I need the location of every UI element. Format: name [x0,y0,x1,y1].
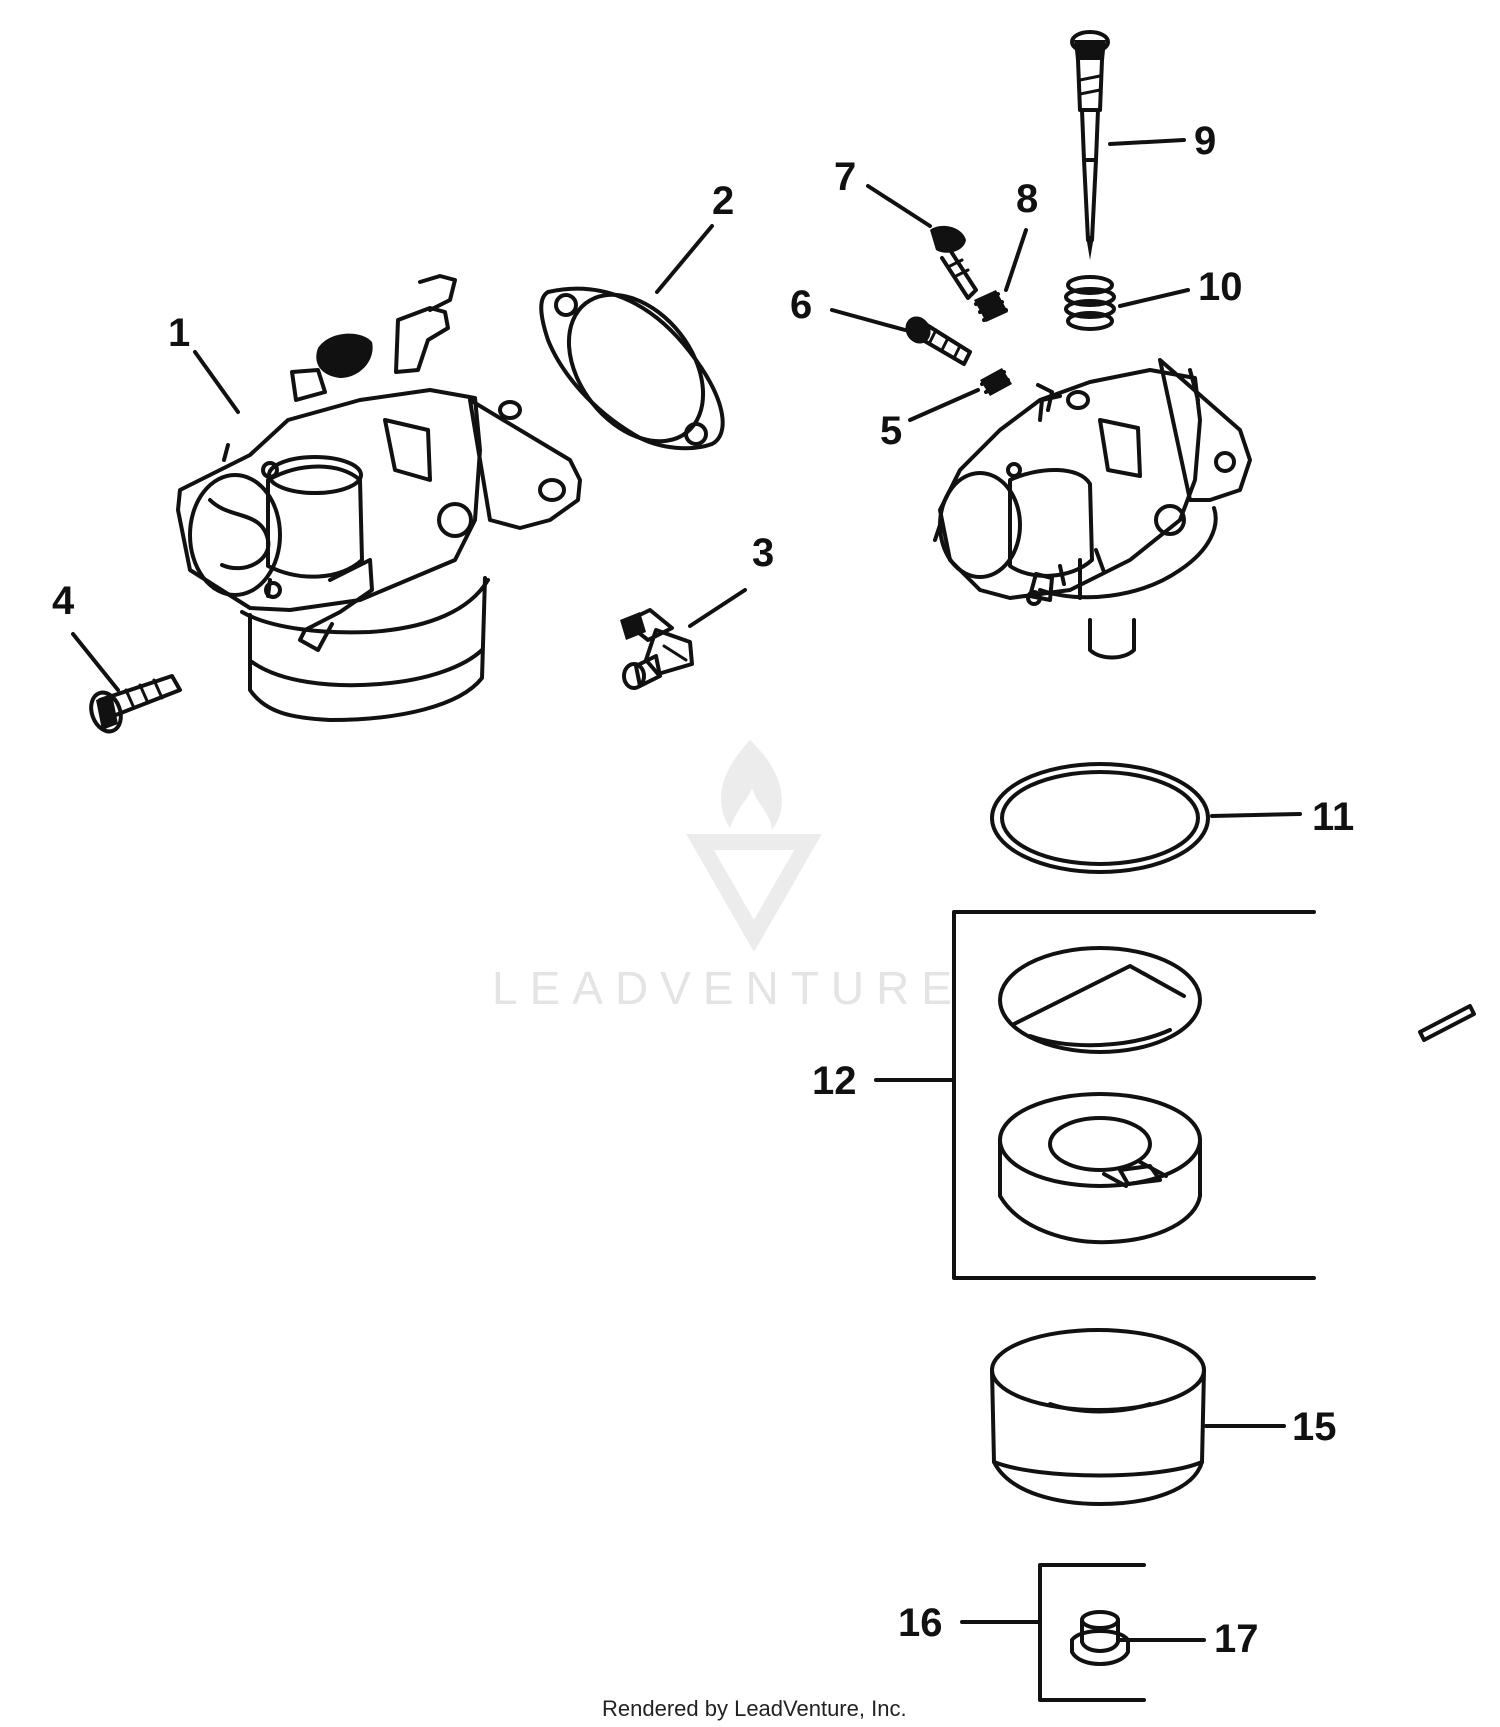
label-part-1[interactable]: 1 [168,311,190,355]
leader-lines [71,138,1302,1642]
footer-credit: Rendered by LeadVenture, Inc. [602,1696,907,1721]
label-part-7[interactable]: 7 [834,155,856,199]
carburetor-assembly-left[interactable] [176,274,582,722]
label-part-2[interactable]: 2 [712,179,734,223]
label-part-9[interactable]: 9 [1194,119,1216,163]
label-part-8[interactable]: 8 [1016,177,1038,221]
label-part-6[interactable]: 6 [790,283,812,327]
watermark-text: LEADVENTURE [492,962,964,1014]
carburetor-assembly-right[interactable] [933,358,1252,660]
needle-part-9[interactable] [1070,30,1110,260]
float-bottom[interactable] [998,1092,1202,1245]
label-part-12[interactable]: 12 [812,1059,857,1103]
leadventure-watermark: LEADVENTURE [492,740,964,1014]
o-ring-part-11[interactable] [990,762,1210,874]
label-part-15[interactable]: 15 [1292,1405,1337,1449]
pin-part[interactable] [1418,1004,1476,1042]
fitting-part-3[interactable] [620,608,694,690]
label-part-4[interactable]: 4 [52,579,75,623]
screw-part-6[interactable] [901,312,972,366]
label-part-10[interactable]: 10 [1198,265,1243,309]
gasket-part-2[interactable] [539,269,730,467]
spring-part-8[interactable] [974,290,1008,322]
label-part-5[interactable]: 5 [880,409,902,453]
spring-part-10[interactable] [1064,275,1116,331]
label-part-16[interactable]: 16 [898,1601,943,1645]
spring-part-5[interactable] [980,368,1012,396]
flame-logo [686,740,822,953]
bracket-part-12 [952,910,1316,1280]
screw-part-4[interactable] [86,674,182,736]
bracket-part-16 [1038,1563,1146,1702]
bowl-part-15[interactable] [990,1328,1206,1506]
screw-part-7[interactable] [930,225,978,300]
float-top[interactable] [998,946,1202,1054]
label-part-17[interactable]: 17 [1214,1617,1259,1661]
label-part-3[interactable]: 3 [752,531,774,575]
label-part-11[interactable]: 11 [1312,795,1354,839]
part-number-labels: 1 2 3 4 5 6 7 8 9 10 11 12 15 16 17 [52,119,1354,1661]
drain-screw-part-17[interactable] [1070,1610,1130,1666]
